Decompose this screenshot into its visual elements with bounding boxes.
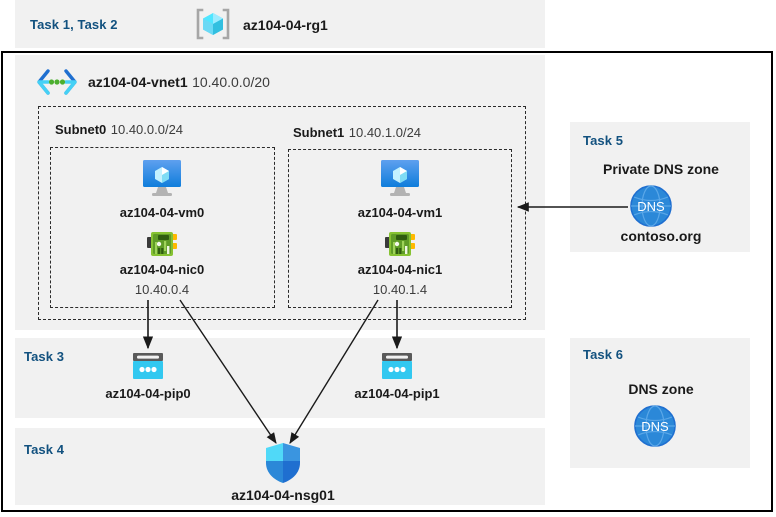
- nic0-ip: 10.40.0.4: [134, 282, 190, 297]
- resource-group-name: az104-04-rg1: [243, 17, 328, 33]
- subnet0-cidr: 10.40.0.0/24: [110, 122, 184, 137]
- virtual-machine-icon: [377, 158, 423, 198]
- private-dns-zone-name: contoso.org: [620, 228, 702, 244]
- vnet-title: az104-04-vnet1 10.40.0.0/20: [88, 74, 270, 92]
- dns-zone-title: DNS zone: [628, 381, 694, 397]
- subnet1-title: Subnet1 10.40.1.0/24: [293, 124, 421, 142]
- network-interface-icon: [147, 229, 177, 259]
- nic1-ip: 10.40.1.4: [372, 282, 428, 297]
- virtual-machine-icon: [139, 158, 185, 198]
- task5-panel: [570, 122, 750, 252]
- nsg-label: az104-04-nsg01: [231, 487, 335, 503]
- subnet1-box: [288, 149, 512, 308]
- network-interface-icon: [385, 229, 415, 259]
- task3-panel: [15, 338, 545, 418]
- svg-text:DNS: DNS: [641, 419, 669, 434]
- dns-zone-icon: DNS: [634, 405, 676, 447]
- task-label-5: Task 5: [583, 133, 624, 148]
- pip0-label: az104-04-pip0: [105, 386, 191, 401]
- task-label-1-2: Task 1, Task 2: [30, 17, 118, 32]
- subnet1-name: Subnet1: [293, 125, 345, 140]
- nic1-label: az104-04-nic1: [357, 262, 443, 277]
- task-label-3: Task 3: [24, 349, 65, 364]
- public-ip-address-icon: [382, 353, 412, 379]
- vnet-panel: [15, 55, 545, 330]
- svg-text:DNS: DNS: [637, 199, 665, 214]
- subnets-container: [38, 106, 526, 320]
- pip1-label: az104-04-pip1: [354, 386, 440, 401]
- nic0-label: az104-04-nic0: [119, 262, 205, 277]
- virtual-network-icon: [36, 69, 78, 95]
- resource-group-header-panel: [15, 0, 545, 48]
- task6-panel: [570, 338, 750, 468]
- vnet-name: az104-04-vnet1: [88, 74, 188, 90]
- task-label-6: Task 6: [583, 347, 624, 362]
- subnet1-cidr: 10.40.1.0/24: [348, 125, 422, 140]
- vm1-label: az104-04-vm1: [357, 205, 443, 220]
- resource-group-icon: [196, 7, 230, 41]
- dns-zone-icon: DNS: [630, 185, 672, 227]
- subnet0-name: Subnet0: [55, 122, 107, 137]
- subnet0-box: [50, 147, 275, 308]
- vm0-label: az104-04-vm0: [119, 205, 205, 220]
- private-dns-zone-title: Private DNS zone: [603, 161, 719, 177]
- task-label-4: Task 4: [24, 442, 65, 457]
- network-security-group-icon: [266, 443, 300, 483]
- subnet0-title: Subnet0 10.40.0.0/24: [55, 121, 183, 139]
- public-ip-address-icon: [133, 353, 163, 379]
- vnet-cidr: 10.40.0.0/20: [192, 74, 270, 90]
